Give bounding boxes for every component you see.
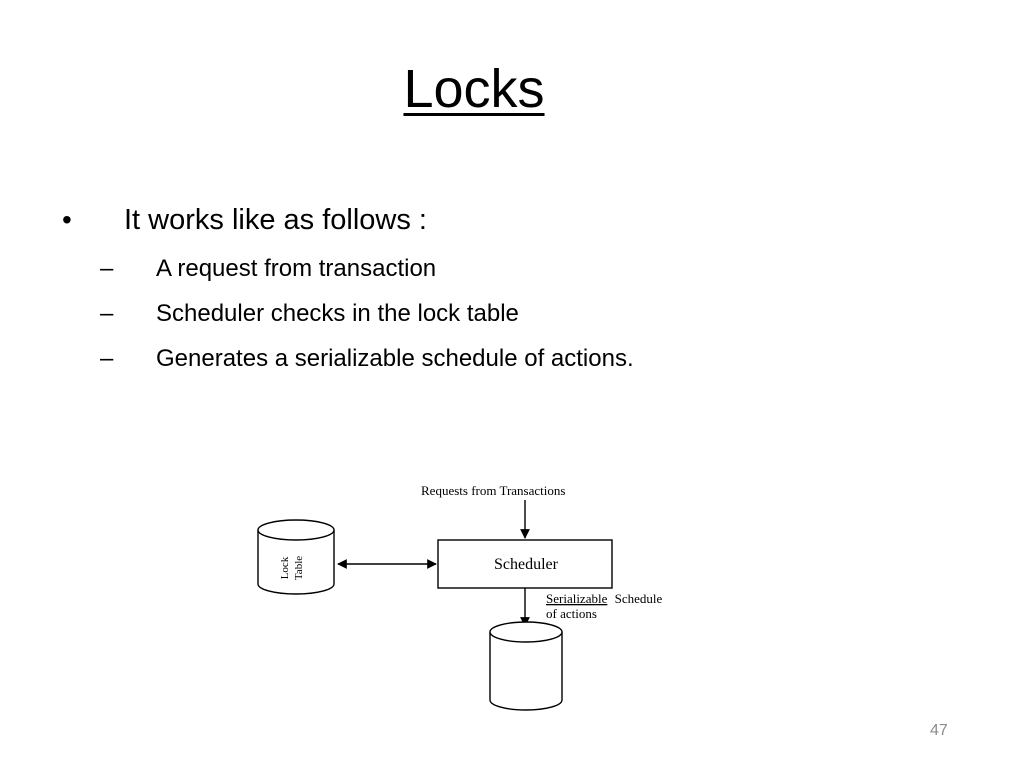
sub-item-marker: – bbox=[100, 345, 114, 372]
scheduler-label: Scheduler bbox=[494, 556, 559, 573]
sub-item-text: Scheduler checks in the lock table bbox=[156, 300, 519, 327]
lock-table-label-line2: Table bbox=[293, 556, 305, 580]
output-label-line2: of actions bbox=[546, 606, 597, 621]
slide-title: Locks bbox=[403, 59, 545, 119]
output-label-word2: Schedule bbox=[615, 591, 663, 606]
lock-scheduler-diagram: Requests from Transactions Scheduler Loc… bbox=[257, 483, 662, 711]
sub-item-marker: – bbox=[100, 255, 114, 282]
lock-table-label-line1: Lock bbox=[279, 556, 291, 579]
bullet-marker: • bbox=[62, 204, 72, 235]
sub-item-text: Generates a serializable schedule of act… bbox=[156, 345, 634, 372]
sub-item-text: A request from transaction bbox=[156, 255, 437, 282]
bullet-item: • It works like as follows : bbox=[62, 198, 427, 242]
requests-label: Requests from Transactions bbox=[421, 483, 565, 498]
sub-item-request: – A request from transaction bbox=[100, 251, 436, 287]
lock-table-cylinder bbox=[257, 519, 335, 595]
schedule-output-cylinder bbox=[489, 621, 563, 711]
output-label-word1: Serializable bbox=[546, 591, 608, 606]
sub-item-marker: – bbox=[100, 300, 114, 327]
output-label: Serializable Schedule bbox=[546, 591, 662, 606]
slide-number: 47 bbox=[930, 722, 948, 739]
sub-item-generate-schedule: – Generates a serializable schedule of a… bbox=[100, 341, 634, 377]
sub-item-scheduler-check: – Scheduler checks in the lock table bbox=[100, 296, 519, 332]
bullet-text: It works like as follows : bbox=[124, 203, 427, 236]
